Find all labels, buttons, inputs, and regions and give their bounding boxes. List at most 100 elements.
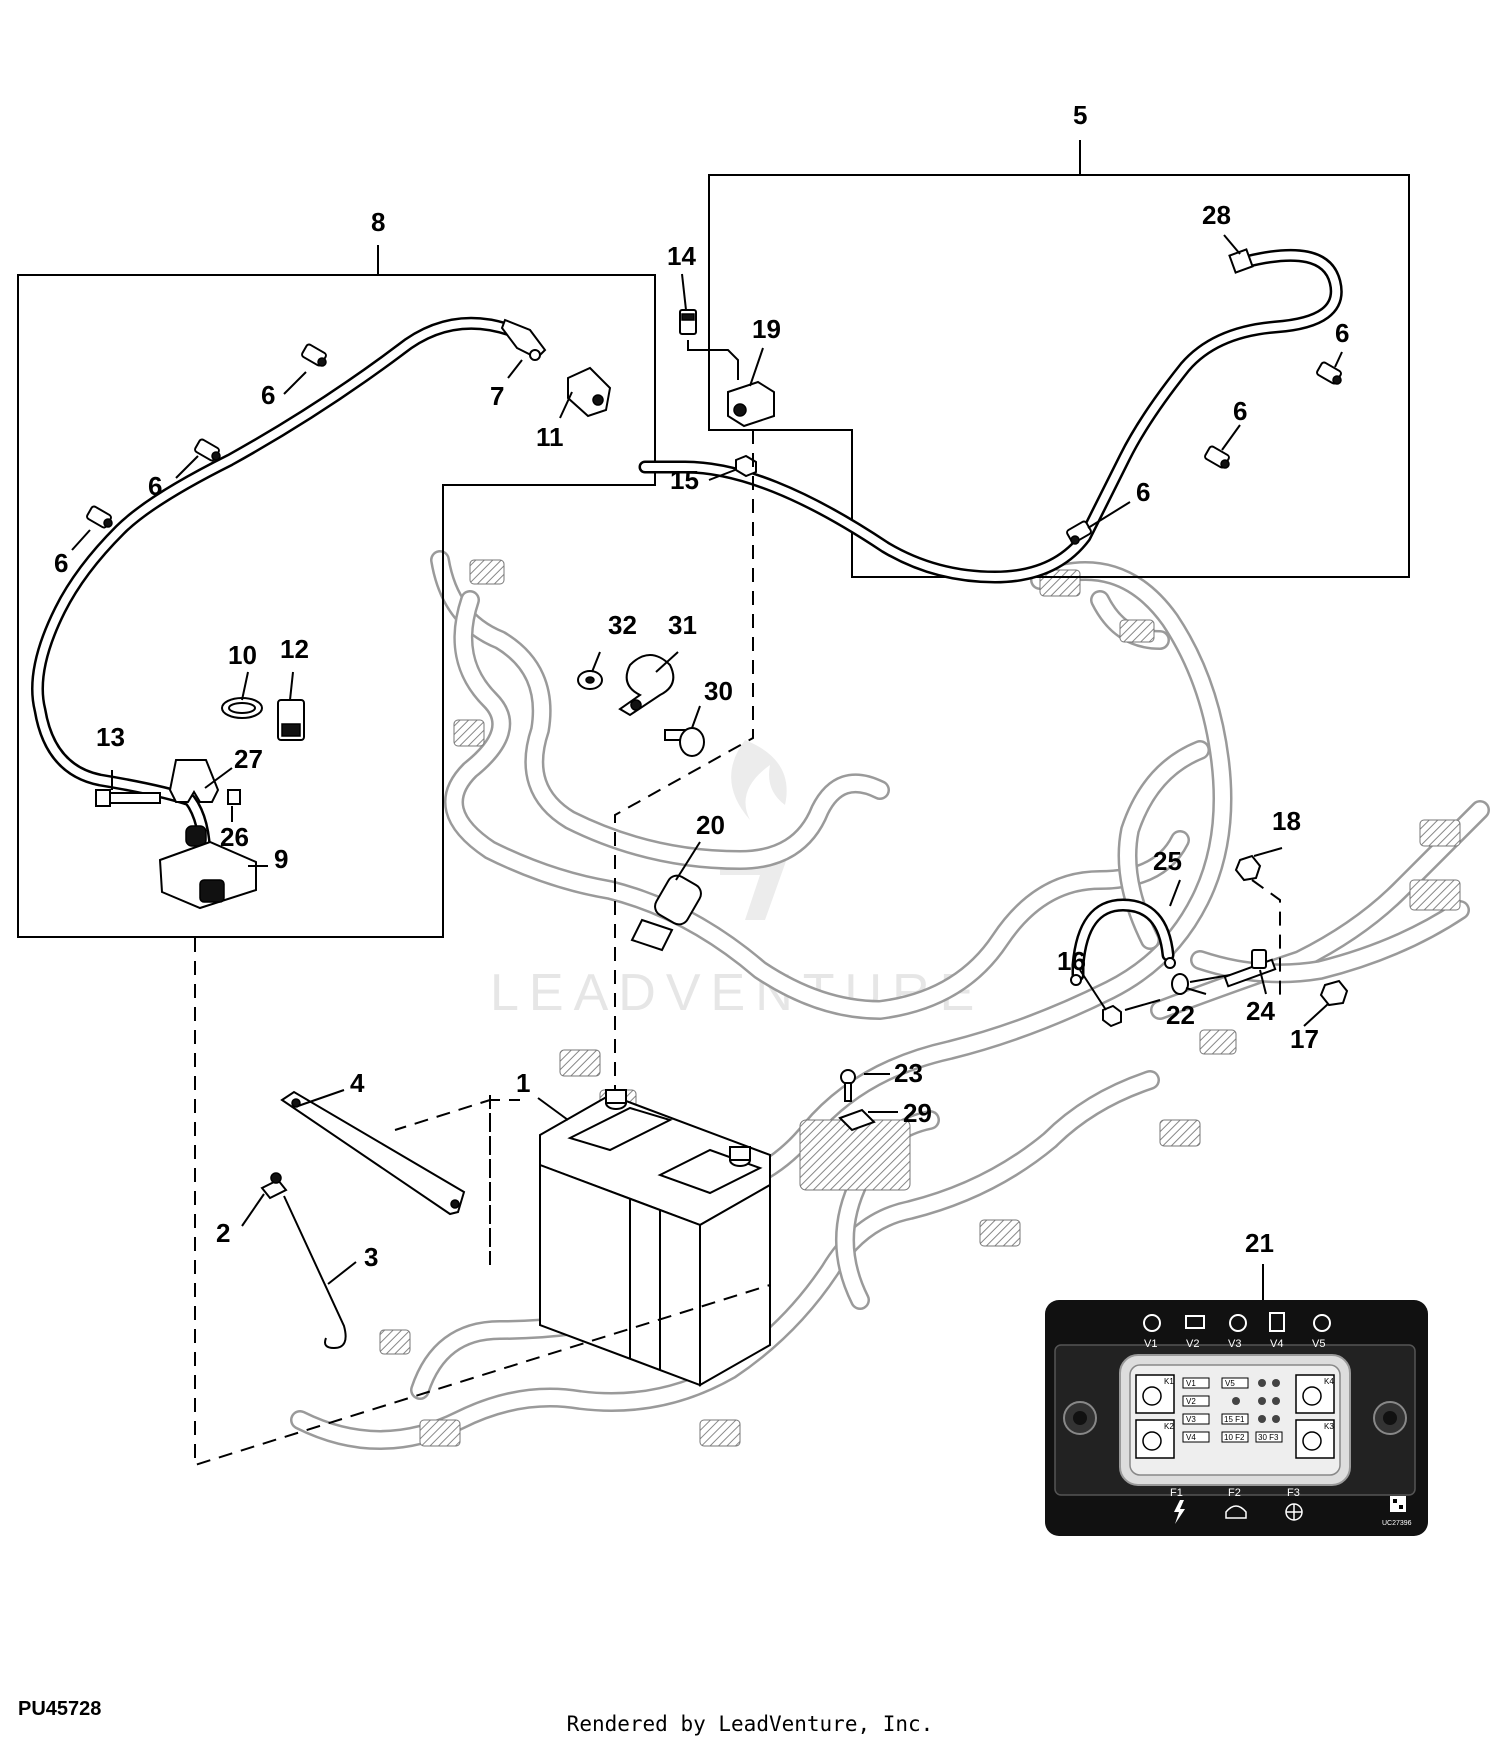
decal-relay-k1: K1 (1164, 1377, 1174, 1386)
decal-label-f3: F3 (1287, 1487, 1300, 1499)
sensor-9 (158, 825, 257, 910)
decal-relay-k3: K3 (1324, 1422, 1334, 1431)
decal-slot-v3: V3 (1186, 1415, 1196, 1424)
decal-fuse-f2: 10 F2 (1224, 1433, 1245, 1442)
clamp-19 (727, 380, 775, 428)
callout-14: 14 (667, 241, 696, 271)
screw-23 (840, 1069, 856, 1102)
push-rivet-30 (664, 727, 705, 757)
callout-4: 4 (350, 1068, 365, 1098)
harness-connectors (379, 559, 1461, 1447)
leader-lines (71, 234, 1343, 1300)
assembly-box-5 (708, 140, 1410, 578)
callout-6f: 6 (1136, 477, 1150, 507)
callout-25: 25 (1153, 846, 1182, 876)
callout-19: 19 (752, 314, 781, 344)
decal-slot-v1: V1 (1186, 1379, 1196, 1388)
callouts: 5 8 28 14 19 6 6 7 11 6 15 6 6 6 32 31 1… (54, 100, 1349, 1272)
band-clamp-10 (221, 697, 263, 719)
callout-28: 28 (1202, 200, 1231, 230)
decal-relay-k2: K2 (1164, 1422, 1174, 1431)
callout-2: 2 (216, 1218, 230, 1248)
callout-1: 1 (516, 1068, 530, 1098)
nut-16 (1102, 1004, 1122, 1028)
washer-22 (1171, 973, 1189, 995)
hook-rod-3 (283, 1195, 347, 1350)
callout-20: 20 (696, 810, 725, 840)
callout-31: 31 (668, 610, 697, 640)
callout-30: 30 (704, 676, 733, 706)
work-light-icon (1225, 1505, 1247, 1519)
fuse-decal-21: V1 V2 V3 V4 V5 K1 K2 K3 K4 V1 (1045, 1300, 1428, 1536)
callout-24: 24 (1246, 996, 1275, 1026)
callout-9: 9 (274, 844, 288, 874)
bolt-17 (1319, 979, 1349, 1007)
decal-label-v3: V3 (1228, 1338, 1241, 1350)
decal-relays: K1 K2 K3 K4 (1135, 1374, 1335, 1459)
decal-top-labels: V1 V2 V3 V4 V5 (1144, 1338, 1325, 1350)
battery-cable-8 (31, 316, 547, 897)
nut-15 (735, 454, 757, 478)
battery-1 (539, 1089, 771, 1387)
nut-18 (1234, 854, 1262, 882)
decal-slot-v4: V4 (1186, 1433, 1196, 1442)
bolt-24 (1223, 949, 1277, 988)
decal-bottom-labels: F1 F2 F3 UC27396 (1170, 1487, 1412, 1527)
callout-27: 27 (234, 744, 263, 774)
callout-26: 26 (220, 822, 249, 852)
callout-5: 5 (1073, 100, 1087, 130)
assembly-lines (194, 340, 1281, 1467)
cable-end-27 (168, 759, 220, 803)
clip-6c (86, 505, 113, 529)
terminal-cover-11 (567, 366, 612, 418)
decal-fuse-f1: 15 F1 (1224, 1415, 1245, 1424)
wing-nut-2 (260, 1172, 288, 1200)
decal-label-v2: V2 (1186, 1338, 1199, 1350)
bolt-13 (95, 789, 161, 807)
decal-label-v4: V4 (1270, 1338, 1283, 1350)
clip-nut-29 (838, 1108, 876, 1132)
cable-clips (86, 343, 1342, 545)
washer-32 (577, 670, 603, 690)
bolt-14 (679, 309, 697, 335)
decal-label-v1: V1 (1144, 1338, 1157, 1350)
callout-16: 16 (1057, 946, 1086, 976)
callout-6b: 6 (148, 471, 162, 501)
relay-20 (630, 874, 702, 952)
hold-down-bar-4 (280, 1090, 466, 1216)
callout-23: 23 (894, 1058, 923, 1088)
clip-6b (194, 438, 221, 462)
decal-label-f2: F2 (1228, 1487, 1241, 1499)
callout-13: 13 (96, 722, 125, 752)
callout-6c: 6 (54, 548, 68, 578)
callout-7: 7 (490, 381, 504, 411)
nut-26 (227, 789, 241, 805)
callout-6e: 6 (1233, 396, 1247, 426)
connector-12 (277, 699, 305, 741)
callout-6a: 6 (261, 380, 275, 410)
callout-12: 12 (280, 634, 309, 664)
callout-17: 17 (1290, 1024, 1319, 1054)
callout-3: 3 (364, 1242, 378, 1272)
decal-slot-v2: V2 (1186, 1397, 1196, 1406)
decal-fuse-slots: V1 V2 V3 V4 V5 15 F1 10 F2 30 F3 (1182, 1377, 1283, 1443)
decal-label-v5: V5 (1312, 1338, 1325, 1350)
clip-6d (1316, 361, 1342, 385)
callout-10: 10 (228, 640, 257, 670)
callout-11: 11 (536, 422, 564, 452)
callout-15: 15 (670, 465, 699, 495)
decal-relay-k4: K4 (1324, 1377, 1334, 1386)
lightning-icon (1174, 1500, 1185, 1524)
clamp-31 (618, 654, 675, 717)
callout-18: 18 (1272, 806, 1301, 836)
decal-fuse-f3: 30 F3 (1258, 1433, 1279, 1442)
document-id: PU45728 (18, 1698, 102, 1720)
callout-21: 21 (1245, 1228, 1274, 1258)
ground-strap-25 (1070, 898, 1176, 986)
decal-code: UC27396 (1382, 1520, 1412, 1527)
callout-32: 32 (608, 610, 637, 640)
clip-6e (1204, 445, 1230, 469)
assembly-box-8 (17, 245, 656, 938)
decal-bottom-icons (1174, 1496, 1406, 1524)
